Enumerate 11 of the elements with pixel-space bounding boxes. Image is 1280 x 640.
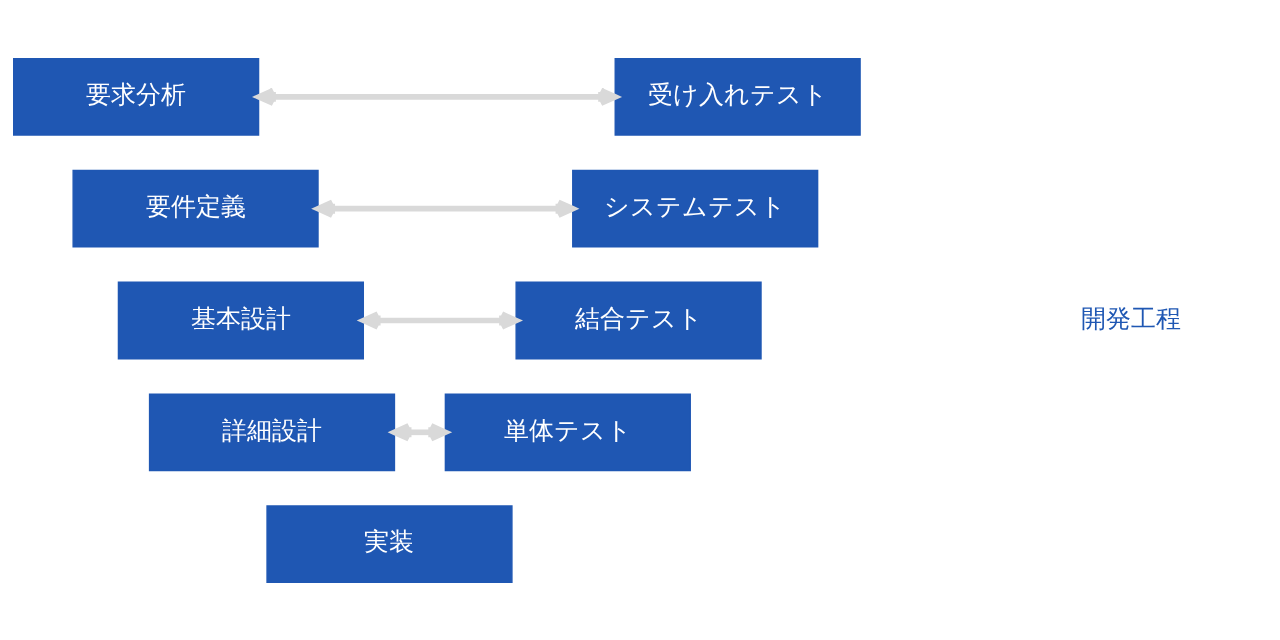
arrow xyxy=(255,87,619,106)
node-box: 実装 xyxy=(266,504,513,583)
node-box: 受け入れテスト xyxy=(614,57,861,136)
node-box: 基本設計 xyxy=(117,281,364,359)
node-box: システムテスト xyxy=(572,169,819,248)
label: 開発工程 xyxy=(1081,302,1182,333)
node-box: 結合テスト xyxy=(515,281,762,359)
node-box: 要求分析 xyxy=(13,57,260,136)
node-box: 詳細設計 xyxy=(148,392,396,471)
node-box: 単体テスト xyxy=(444,392,691,471)
node-box: 要件定義 xyxy=(72,169,319,248)
